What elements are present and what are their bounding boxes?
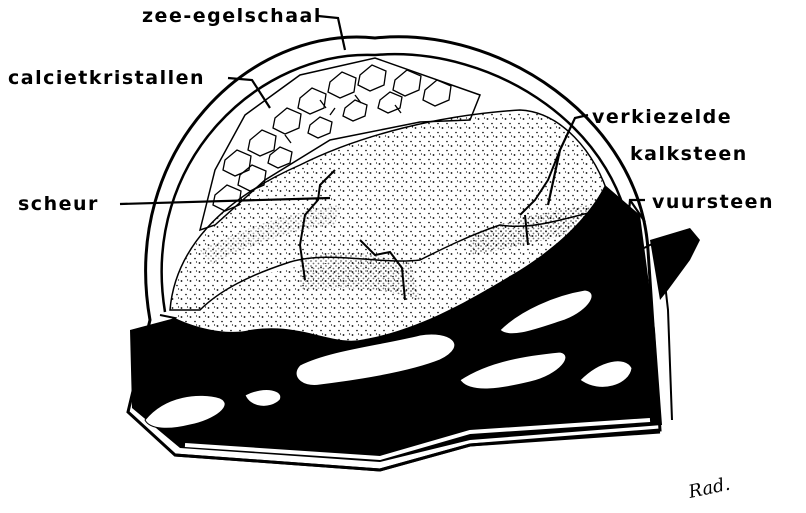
label-verkiezelde: verkiezelde	[592, 106, 732, 128]
label-kalksteen: kalksteen	[630, 143, 748, 165]
artist-signature: Rad.	[686, 474, 732, 503]
label-zee-egelschaal: zee-egelschaal	[142, 5, 322, 27]
label-calcietkristallen: calcietkristallen	[8, 67, 205, 89]
label-scheur: scheur	[18, 193, 99, 215]
flint-outer-lump	[650, 228, 700, 300]
label-vuursteen: vuursteen	[652, 191, 774, 213]
